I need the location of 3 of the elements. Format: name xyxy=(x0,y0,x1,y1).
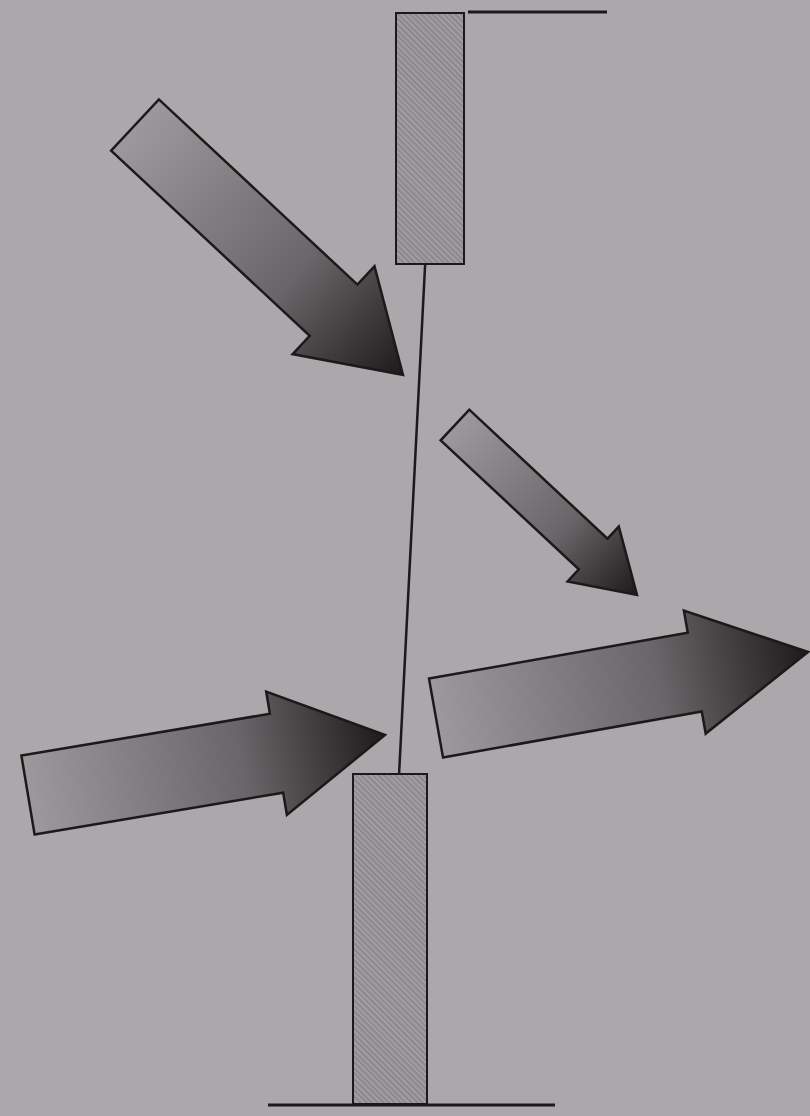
post-block xyxy=(352,773,428,1105)
post-block xyxy=(395,12,465,265)
connecting-line xyxy=(397,264,427,774)
